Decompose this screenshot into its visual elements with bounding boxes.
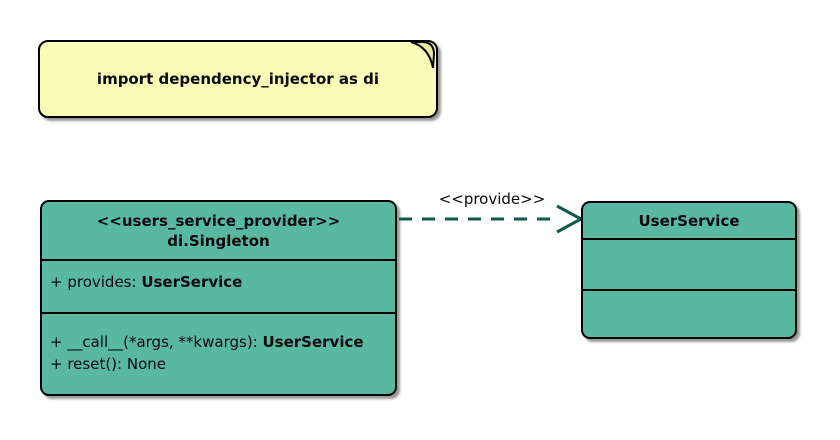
class-provider-methods: + __call__(*args, **kwargs): UserService… bbox=[42, 312, 395, 394]
method-call-label: + __call__(*args, **kwargs): bbox=[50, 333, 263, 351]
method-reset: + reset(): None bbox=[50, 355, 166, 373]
class-userservice-methods bbox=[583, 289, 795, 335]
import-note-text: import dependency_injector as di bbox=[96, 70, 380, 88]
class-provider: <<users_service_provider>> di.Singleton … bbox=[40, 200, 397, 396]
class-provider-header: <<users_service_provider>> di.Singleton bbox=[42, 202, 395, 259]
attribute-provides-type: UserService bbox=[141, 273, 243, 291]
class-userservice-header: UserService bbox=[583, 203, 795, 238]
class-userservice: UserService bbox=[581, 201, 797, 339]
attribute-provides: + provides: UserService bbox=[50, 272, 387, 292]
provide-arrow-label: <<provide>> bbox=[438, 190, 546, 208]
class-userservice-name: UserService bbox=[638, 211, 740, 230]
method-call-type: UserService bbox=[262, 333, 364, 351]
method-call: + __call__(*args, **kwargs): UserService bbox=[50, 331, 387, 353]
import-note: import dependency_injector as di bbox=[38, 40, 438, 118]
attribute-provides-label: + provides: bbox=[50, 273, 142, 291]
provide-arrowhead-icon bbox=[556, 204, 585, 234]
class-provider-stereotype: <<users_service_provider>> bbox=[96, 211, 341, 230]
class-provider-attributes: + provides: UserService bbox=[42, 259, 395, 312]
class-userservice-attributes bbox=[583, 238, 795, 289]
note-fold-icon bbox=[410, 41, 436, 69]
class-provider-name: di.Singleton bbox=[167, 231, 270, 250]
